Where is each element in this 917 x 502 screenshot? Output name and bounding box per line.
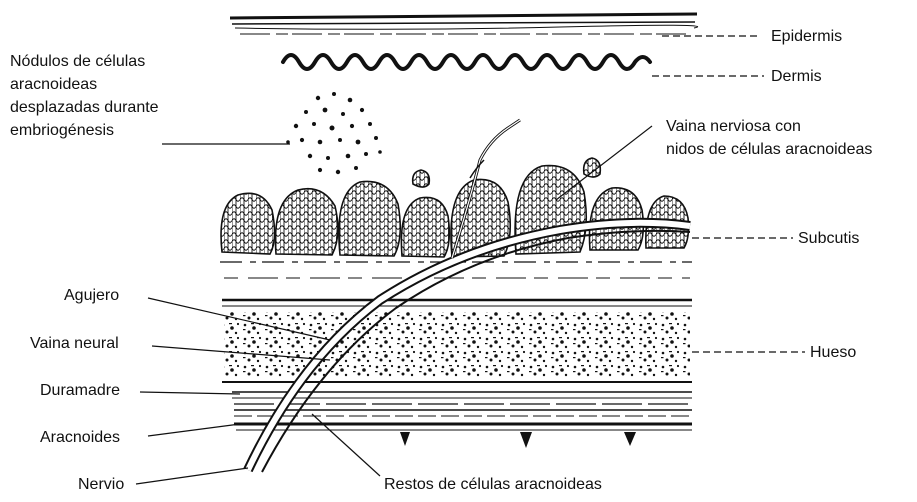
- duramadre-leader: [140, 392, 240, 394]
- meninges-layers: [232, 392, 692, 448]
- label-aracnoides: Aracnoides: [40, 428, 120, 447]
- aracnoides-leader: [148, 424, 240, 436]
- label-vaina-neural: Vaina neural: [30, 334, 119, 353]
- label-nodulos-line-4: embriogénesis: [10, 121, 114, 140]
- label-duramadre: Duramadre: [40, 381, 120, 400]
- label-hueso: Hueso: [810, 343, 856, 362]
- vaina-nerviosa-leader: [556, 126, 652, 200]
- label-nodulos-line-3: desplazadas durante: [10, 98, 159, 117]
- leader-lines: [136, 36, 805, 484]
- label-nervio: Nervio: [78, 475, 124, 494]
- label-restos: Restos de células aracnoideas: [384, 475, 602, 494]
- label-vaina-nerviosa-line-1: Vaina nerviosa con: [666, 117, 801, 136]
- label-nodulos-line-2: aracnoideas: [10, 75, 97, 94]
- label-agujero: Agujero: [64, 286, 119, 305]
- nervio-leader: [136, 468, 248, 484]
- nerve-path: [248, 120, 690, 472]
- subcutis-lobules: [221, 158, 688, 257]
- label-epidermis: Epidermis: [771, 27, 842, 46]
- label-dermis: Dermis: [771, 67, 822, 86]
- dermis-wave: [283, 55, 650, 69]
- nodule-dot-cluster: [286, 92, 382, 174]
- epidermis-layer: [230, 14, 698, 34]
- label-subcutis: Subcutis: [798, 229, 859, 248]
- label-nodulos-line-1: Nódulos de células: [10, 52, 145, 71]
- label-vaina-nerviosa-line-2: nidos de células aracnoideas: [666, 140, 872, 159]
- bone-layer: [222, 300, 692, 382]
